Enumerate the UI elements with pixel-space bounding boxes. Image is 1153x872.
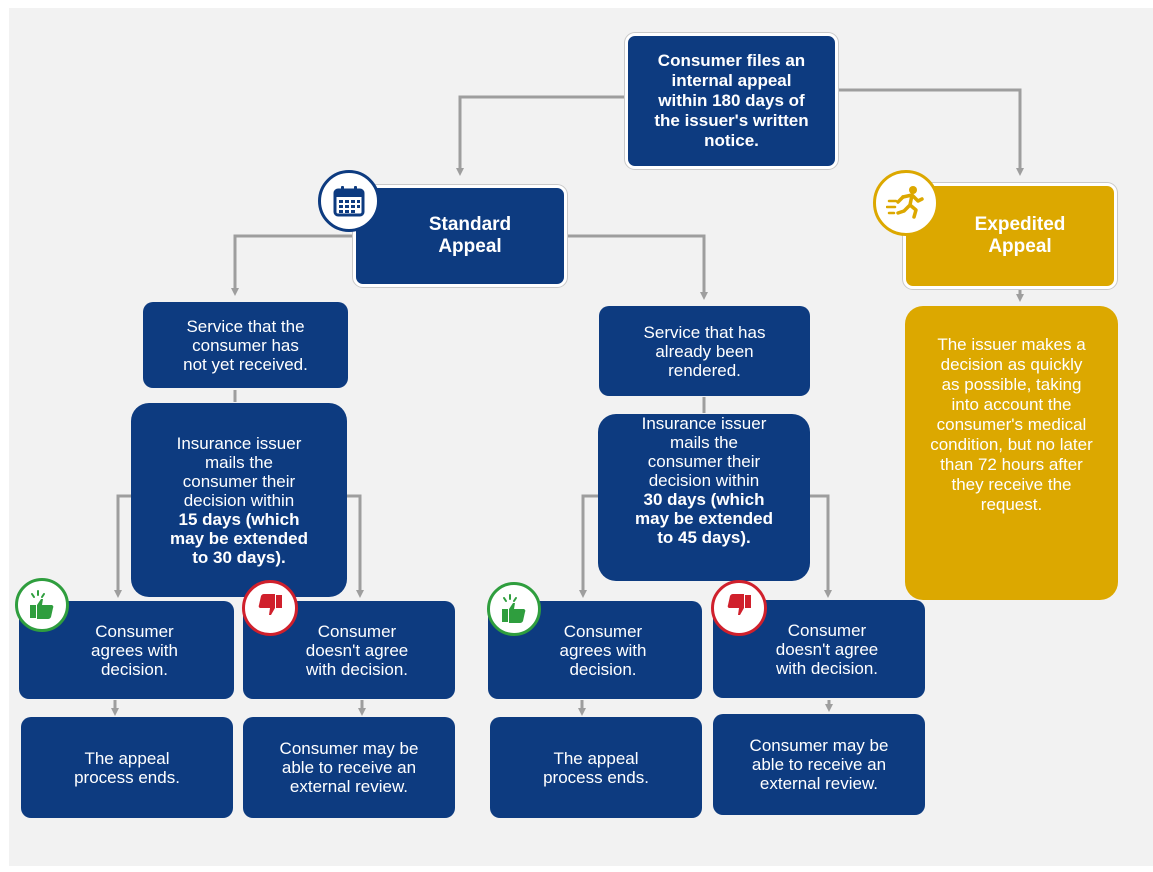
right-mail-box: Insurance issuer mails the consumer thei… — [598, 414, 810, 581]
right-thumbs-down-badge — [711, 580, 767, 636]
left-mail-box: Insurance issuer mails the consumer thei… — [131, 403, 347, 597]
connector-left-mail-to-disagree — [346, 494, 364, 598]
right-disagree-result-box: Consumer may be able to receive an exter… — [713, 714, 925, 815]
expedited-appeal-title: Expedited Appeal — [974, 214, 1066, 257]
standard-appeal-title: Standard Appeal — [428, 214, 512, 257]
left-thumbs-down-badge — [242, 580, 298, 636]
right-disagree-text: Consumer doesn't agree with decision. — [775, 620, 879, 678]
right-agree-result-box: The appeal process ends. — [490, 717, 702, 818]
connector-right-mail-to-disagree — [810, 494, 832, 598]
left-disagree-text: Consumer doesn't agree with decision. — [305, 621, 409, 679]
running-person-icon-badge — [873, 170, 939, 236]
expedited-appeal-box: Expedited Appeal — [903, 183, 1117, 289]
running-person-icon — [886, 186, 924, 219]
calendar-icon — [333, 186, 365, 217]
right-service-box: Service that has already been rendered. — [599, 306, 810, 396]
right-disagree-result-text: Consumer may be able to receive an exter… — [749, 736, 889, 793]
thumbs-up-icon — [30, 590, 54, 619]
connector-standard-to-right — [566, 234, 708, 300]
left-mail-deadline: 15 days (which may be extended to 30 day… — [170, 509, 308, 567]
right-agree-text: Consumer agrees with decision. — [559, 621, 647, 679]
right-mail-deadline: 30 days (which may be extended to 45 day… — [635, 490, 773, 547]
left-mail-intro: Insurance issuer mails the consumer thei… — [176, 433, 302, 510]
left-disagree-result-text: Consumer may be able to receive an exter… — [279, 739, 419, 796]
connector-right-mail-to-agree — [579, 494, 598, 598]
calendar-icon-badge — [318, 170, 380, 232]
left-service-box: Service that the consumer has not yet re… — [143, 302, 348, 388]
left-disagree-result-box: Consumer may be able to receive an exter… — [243, 717, 455, 818]
thumbs-down-icon — [727, 594, 751, 615]
connector-top-to-standard — [456, 95, 627, 176]
expedited-description-box: The issuer makes a decision as quickly a… — [905, 306, 1118, 600]
left-agree-result-box: The appeal process ends. — [21, 717, 233, 818]
thumbs-up-icon — [502, 594, 526, 623]
left-agree-text: Consumer agrees with decision. — [91, 621, 178, 679]
right-service-text: Service that has already been rendered. — [643, 322, 766, 380]
left-thumbs-up-badge — [15, 578, 69, 632]
right-agree-result-text: The appeal process ends. — [543, 748, 649, 787]
connector-standard-to-left — [231, 234, 355, 296]
appeal-start-text: Consumer files an internal appeal within… — [654, 51, 809, 150]
connector-left-mail-to-agree — [114, 494, 131, 598]
left-service-text: Service that the consumer has not yet re… — [183, 316, 308, 374]
expedited-description-text: The issuer makes a decision as quickly a… — [930, 335, 1093, 514]
right-mail-intro: Insurance issuer mails the consumer thei… — [641, 414, 767, 490]
appeal-start-box: Consumer files an internal appeal within… — [625, 33, 838, 169]
thumbs-down-icon — [258, 594, 282, 615]
right-thumbs-up-badge — [487, 582, 541, 636]
standard-appeal-box: Standard Appeal — [353, 185, 567, 287]
connector-top-to-expedited — [836, 88, 1024, 176]
left-agree-result-text: The appeal process ends. — [74, 748, 180, 787]
